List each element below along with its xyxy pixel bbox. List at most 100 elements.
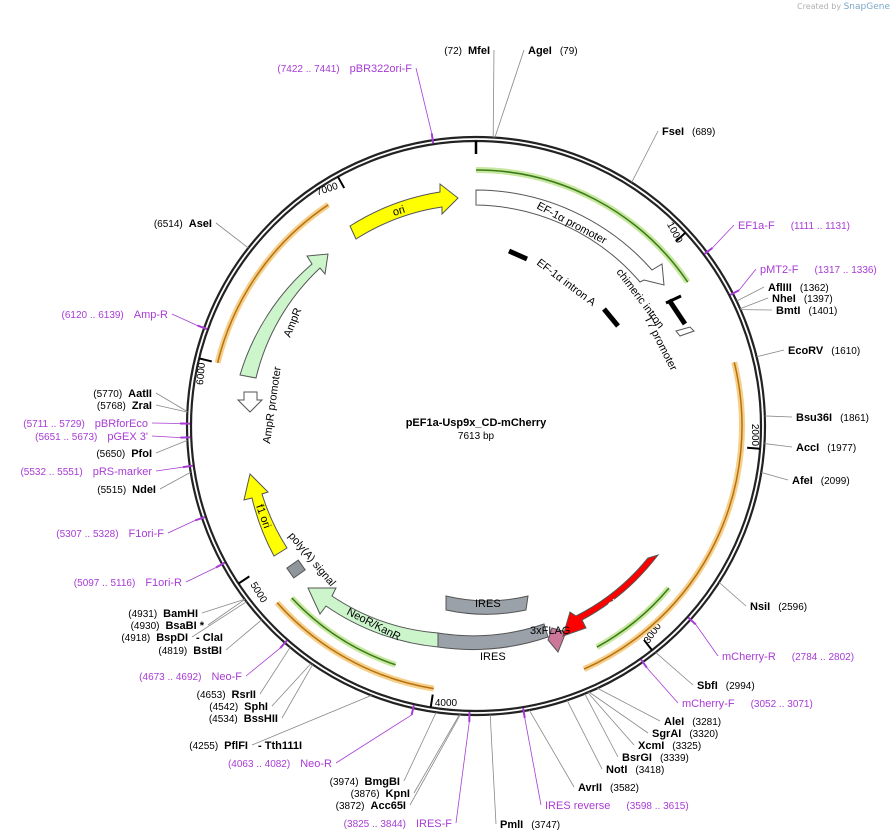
primer-leader-1 <box>712 224 735 249</box>
leader-NsiI <box>718 582 747 607</box>
ires-bar-outer[interactable] <box>437 623 549 650</box>
leader-EcoRV <box>756 349 785 358</box>
site-pos: (3872) <box>336 801 365 812</box>
site-pos: (4931) <box>128 609 157 620</box>
primer-iresf[interactable]: IRES-F <box>416 818 452 830</box>
leader-AflIII <box>736 286 765 302</box>
primer-pgex3[interactable]: pGEX 3' <box>107 431 148 443</box>
site-asei[interactable]: AseI <box>189 218 212 230</box>
tick-label-2000: 2000 <box>749 424 760 447</box>
t7-promoter-arrow[interactable] <box>675 326 695 337</box>
primer-ef1af[interactable]: EF1a-F <box>738 220 775 232</box>
site-rsrii[interactable]: RsrII <box>232 689 256 701</box>
site-pos: (4653) <box>197 690 226 701</box>
primer-neor[interactable]: Neo-R <box>300 758 332 770</box>
primer-pbr322orif[interactable]: pBR322ori-F <box>350 63 413 75</box>
leader-BsaBI * <box>207 599 246 626</box>
site-pos: (3325) <box>672 741 701 752</box>
polya-signal-box[interactable] <box>286 559 306 579</box>
snapgene-logo: SnapGene <box>843 2 890 12</box>
site-bspdi[interactable]: BspDI <box>156 632 188 644</box>
site-kpni[interactable]: KpnI <box>386 788 410 800</box>
primer-mark-7 <box>410 704 415 716</box>
site-alei[interactable]: AleI <box>664 716 684 728</box>
site-bsrgi[interactable]: BsrGI <box>622 752 652 764</box>
site-noti[interactable]: NotI <box>606 764 627 776</box>
site-mfei[interactable]: MfeI <box>468 45 490 57</box>
site-zrai[interactable]: ZraI <box>132 400 152 412</box>
site-pmli[interactable]: PmlI <box>500 819 523 831</box>
primer-mcherryf[interactable]: mCherry-F <box>682 698 735 710</box>
site-avrii[interactable]: AvrII <box>578 782 602 794</box>
site-aatii[interactable]: AatII <box>128 388 152 400</box>
primer-f1orif[interactable]: F1ori-F <box>129 528 165 540</box>
mcherry-arrow[interactable] <box>562 554 660 637</box>
site-sgrai[interactable]: SgrAI <box>652 728 681 740</box>
site-afliii[interactable]: AflIII <box>768 282 792 294</box>
orf-mcherry <box>596 587 670 648</box>
site-clai[interactable]: - ClaI <box>196 632 223 644</box>
leader-AatII <box>155 392 188 412</box>
primer-pmt2f[interactable]: pMT2-F <box>760 264 799 276</box>
site-bsu36i[interactable]: Bsu36I <box>796 412 832 424</box>
ampr-arrow[interactable] <box>239 253 329 379</box>
site-nsii[interactable]: NsiI <box>750 601 770 613</box>
site-pos: (3320) <box>689 729 718 740</box>
site-bsshii[interactable]: BssHII <box>244 713 278 725</box>
site-ndei[interactable]: NdeI <box>132 484 156 496</box>
site-pflfi[interactable]: PflFI <box>224 740 248 752</box>
flag-arrow[interactable] <box>547 627 567 653</box>
site-bmgbi[interactable]: BmgBI <box>365 776 400 788</box>
site-agei[interactable]: AgeI <box>528 45 552 57</box>
site-ecorv[interactable]: EcoRV <box>788 345 824 357</box>
site-bmti[interactable]: BmtI <box>776 305 800 317</box>
orf-right <box>583 362 743 670</box>
site-pos: (689) <box>692 127 715 138</box>
feature-label-ampr-promoter: AmpR promoter <box>261 366 284 445</box>
credit-prefix: Created by <box>797 2 842 11</box>
ef1a-promoter-arrow[interactable] <box>475 189 665 286</box>
primer-pos: (4673 .. 4692) <box>139 672 201 683</box>
primer-leader-7 <box>335 714 412 764</box>
primer-iresreverse[interactable]: IRES reverse <box>545 800 610 812</box>
site-afei[interactable]: AfeI <box>792 475 813 487</box>
site-pos: (5515) <box>97 485 126 496</box>
ires-bar-inner[interactable] <box>445 595 529 615</box>
primer-pbrforeco[interactable]: pBRforEco <box>95 418 148 430</box>
primer-neof[interactable]: Neo-F <box>211 671 242 683</box>
site-pfoi[interactable]: PfoI <box>131 448 152 460</box>
leader-BspDI <box>191 601 247 638</box>
ef1a-intron-end <box>602 307 620 328</box>
feature-label-ires-inner: IRES <box>475 598 501 610</box>
leader-BamHI <box>201 598 245 614</box>
orf-ef1a <box>475 169 689 283</box>
site-pos: (1397) <box>804 294 833 305</box>
primer-mark-14 <box>197 324 208 330</box>
primer-mcherryr[interactable]: mCherry-R <box>722 651 776 663</box>
site-sbfi[interactable]: SbfI <box>697 680 718 692</box>
ori-arrow[interactable] <box>349 182 459 240</box>
primer-pos: (1111 .. 1131) <box>791 221 850 232</box>
primer-prsmarker[interactable]: pRS-marker <box>93 466 153 478</box>
primer-mark-9 <box>215 561 226 569</box>
site-fsei[interactable]: FseI <box>662 126 684 138</box>
f1ori-arrow[interactable] <box>243 473 288 557</box>
leader-AvrII <box>528 709 575 788</box>
site-bstbi[interactable]: BstBI <box>193 645 222 657</box>
site-sphi[interactable]: SphI <box>244 701 268 713</box>
site-acci[interactable]: AccI <box>796 442 819 454</box>
site-bamhi[interactable]: BamHI <box>163 608 198 620</box>
site-acc65i[interactable]: Acc65I <box>371 800 406 812</box>
site-nhei[interactable]: NheI <box>772 293 796 305</box>
site-pos: (6514) <box>154 219 183 230</box>
neor-arrow[interactable] <box>307 587 439 648</box>
site-tth111i[interactable]: - Tth111I <box>258 740 302 752</box>
leader-RsrII <box>259 647 291 695</box>
site-bsabi[interactable]: BsaBI * <box>165 620 204 632</box>
primer-ampr[interactable]: Amp-R <box>134 309 168 321</box>
primer-f1orir[interactable]: F1ori-R <box>145 577 182 589</box>
ampr-promoter-arrow[interactable] <box>236 391 264 413</box>
leader-SphI <box>271 663 312 707</box>
tick-7000 <box>337 176 346 189</box>
site-xcmi[interactable]: XcmI <box>638 740 664 752</box>
